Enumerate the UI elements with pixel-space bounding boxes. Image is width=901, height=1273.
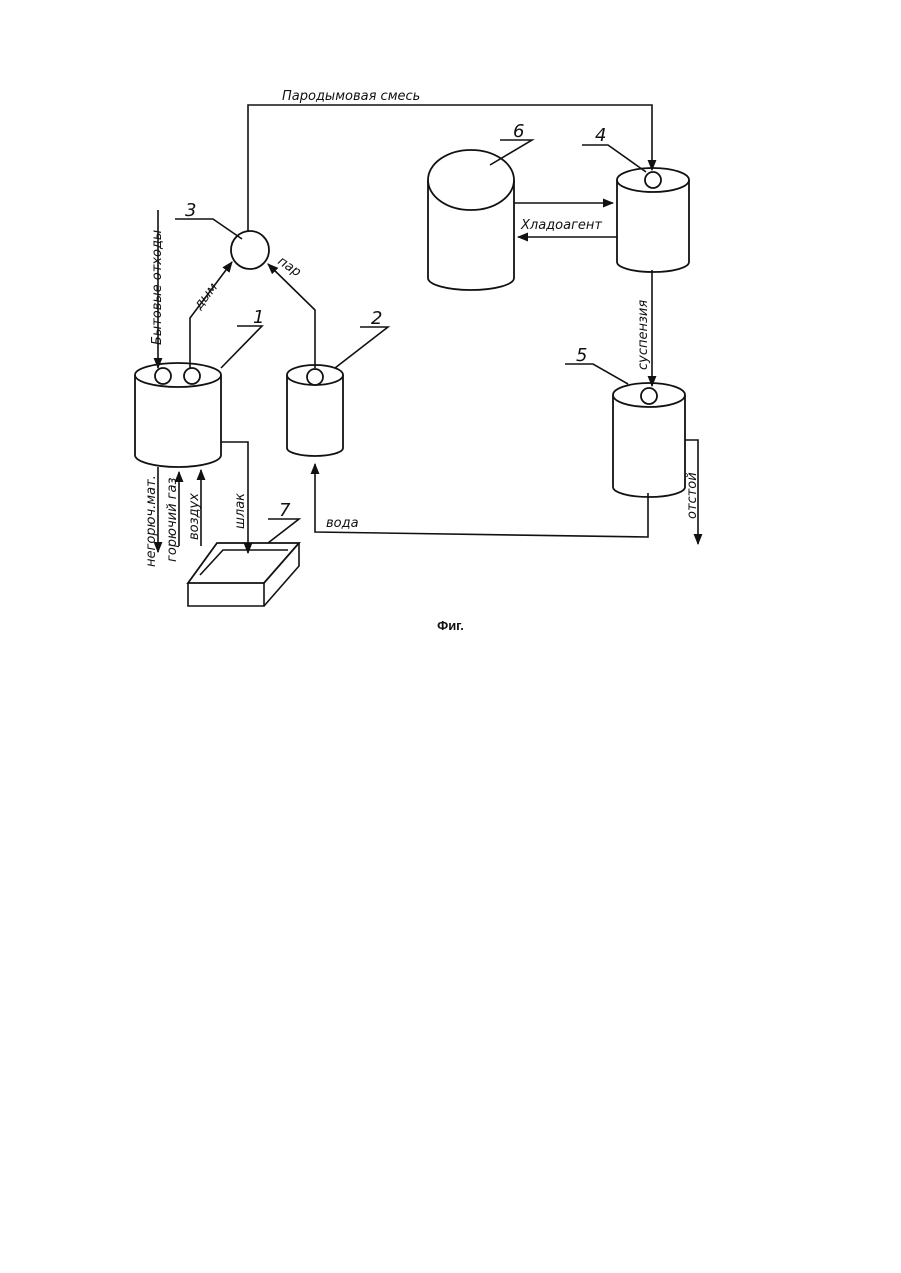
label-combustible-gas: горючий газ: [165, 478, 180, 562]
flow-water: [315, 464, 648, 537]
label-sludge: отстой: [685, 472, 700, 519]
label-number-3: 3: [185, 200, 196, 221]
label-steam: пар: [275, 254, 304, 280]
label-noncombustible: негорюч.мат.: [144, 475, 159, 567]
label-smoke: дым: [191, 280, 221, 313]
label-refrigerant: Хладоагент: [520, 218, 602, 233]
label-suspension: суспензия: [636, 300, 651, 370]
label-water: вода: [326, 516, 359, 531]
slag-tray-7: [188, 543, 299, 606]
flow-smoke: [190, 262, 232, 368]
flow-steam: [268, 264, 315, 368]
label-number-6: 6: [513, 121, 524, 142]
label-number-2: 2: [371, 308, 382, 329]
label-air: воздух: [187, 493, 202, 540]
mixer-3: [231, 231, 269, 269]
vessel-1: [135, 363, 221, 467]
figure-caption: Фиг.: [0, 618, 901, 633]
label-household-waste: Бытовые отходы: [150, 230, 165, 345]
vessel-2: [287, 365, 343, 456]
vessel-5: [613, 383, 685, 497]
label-number-7: 7: [279, 500, 291, 521]
label-number-1: 1: [253, 307, 264, 328]
vessel-4: [617, 168, 689, 272]
label-number-5: 5: [576, 345, 587, 366]
label-steam-smoke-mix: Пародымовая смесь: [282, 89, 420, 104]
vessel-6: [428, 150, 514, 290]
label-slag: шлак: [233, 493, 248, 529]
label-number-4: 4: [595, 125, 606, 146]
